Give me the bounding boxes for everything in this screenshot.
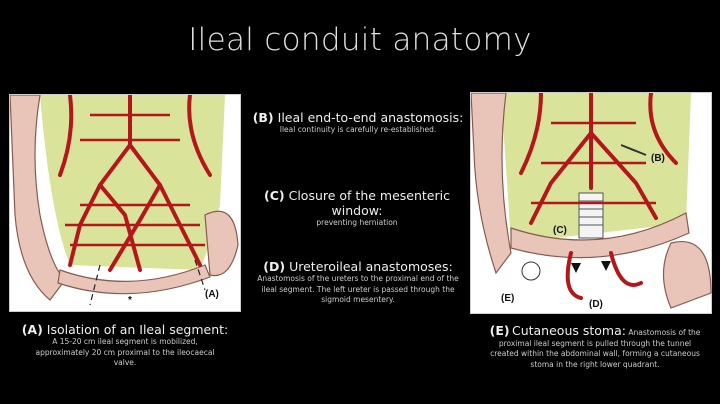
label-c: (C): [553, 225, 567, 236]
step-b: (B) Ileal end-to-end anastomosis: Ileal …: [244, 110, 472, 136]
slide-title: Ileal conduit anatomy: [188, 22, 532, 58]
step-a-tag: (A): [21, 322, 43, 337]
step-b-tag: (B): [252, 110, 274, 125]
label-a: (A): [205, 289, 219, 300]
step-e-tag: (E): [489, 323, 510, 338]
step-b-text: Ileal continuity is carefully re-establi…: [279, 125, 437, 134]
step-e: (E) Cutaneous stoma: Anastomosis of the …: [484, 323, 706, 370]
label-d: (D): [589, 299, 603, 310]
step-b-heading: Ileal end-to-end anastomosis:: [277, 110, 464, 125]
step-e-text: Anastomosis of the proximal ileal segmen…: [490, 328, 701, 369]
step-d-text: Anastomosis of the ureters to the proxim…: [257, 274, 459, 304]
figure-ileal-segment-isolation: * (A): [9, 93, 241, 312]
figure-ileal-conduit-complete: (B) (C) (D) (E): [470, 91, 712, 314]
step-d-tag: (D): [263, 259, 286, 274]
step-d: (D) Ureteroileal anastomoses: Anastomosi…: [250, 259, 466, 306]
step-c: (C) Closure of the mesenteric window: pr…: [262, 188, 452, 229]
label-b: (B): [651, 153, 665, 164]
step-a-heading: Isolation of an Ileal segment:: [46, 322, 229, 337]
step-e-heading: Cutaneous stoma:: [511, 323, 626, 338]
label-e: (E): [501, 293, 514, 304]
star-marker: *: [128, 295, 132, 306]
step-a: (A) Isolation of an Ileal segment: A 15-…: [12, 322, 238, 369]
step-c-text: preventing herniation: [316, 218, 398, 227]
step-d-heading: Ureteroileal anastomoses:: [289, 259, 453, 274]
step-c-heading: Closure of the mesenteric window:: [288, 188, 450, 218]
step-a-text: A 15-20 cm ileal segment is mobilized, a…: [35, 337, 215, 367]
step-c-tag: (C): [264, 188, 285, 203]
